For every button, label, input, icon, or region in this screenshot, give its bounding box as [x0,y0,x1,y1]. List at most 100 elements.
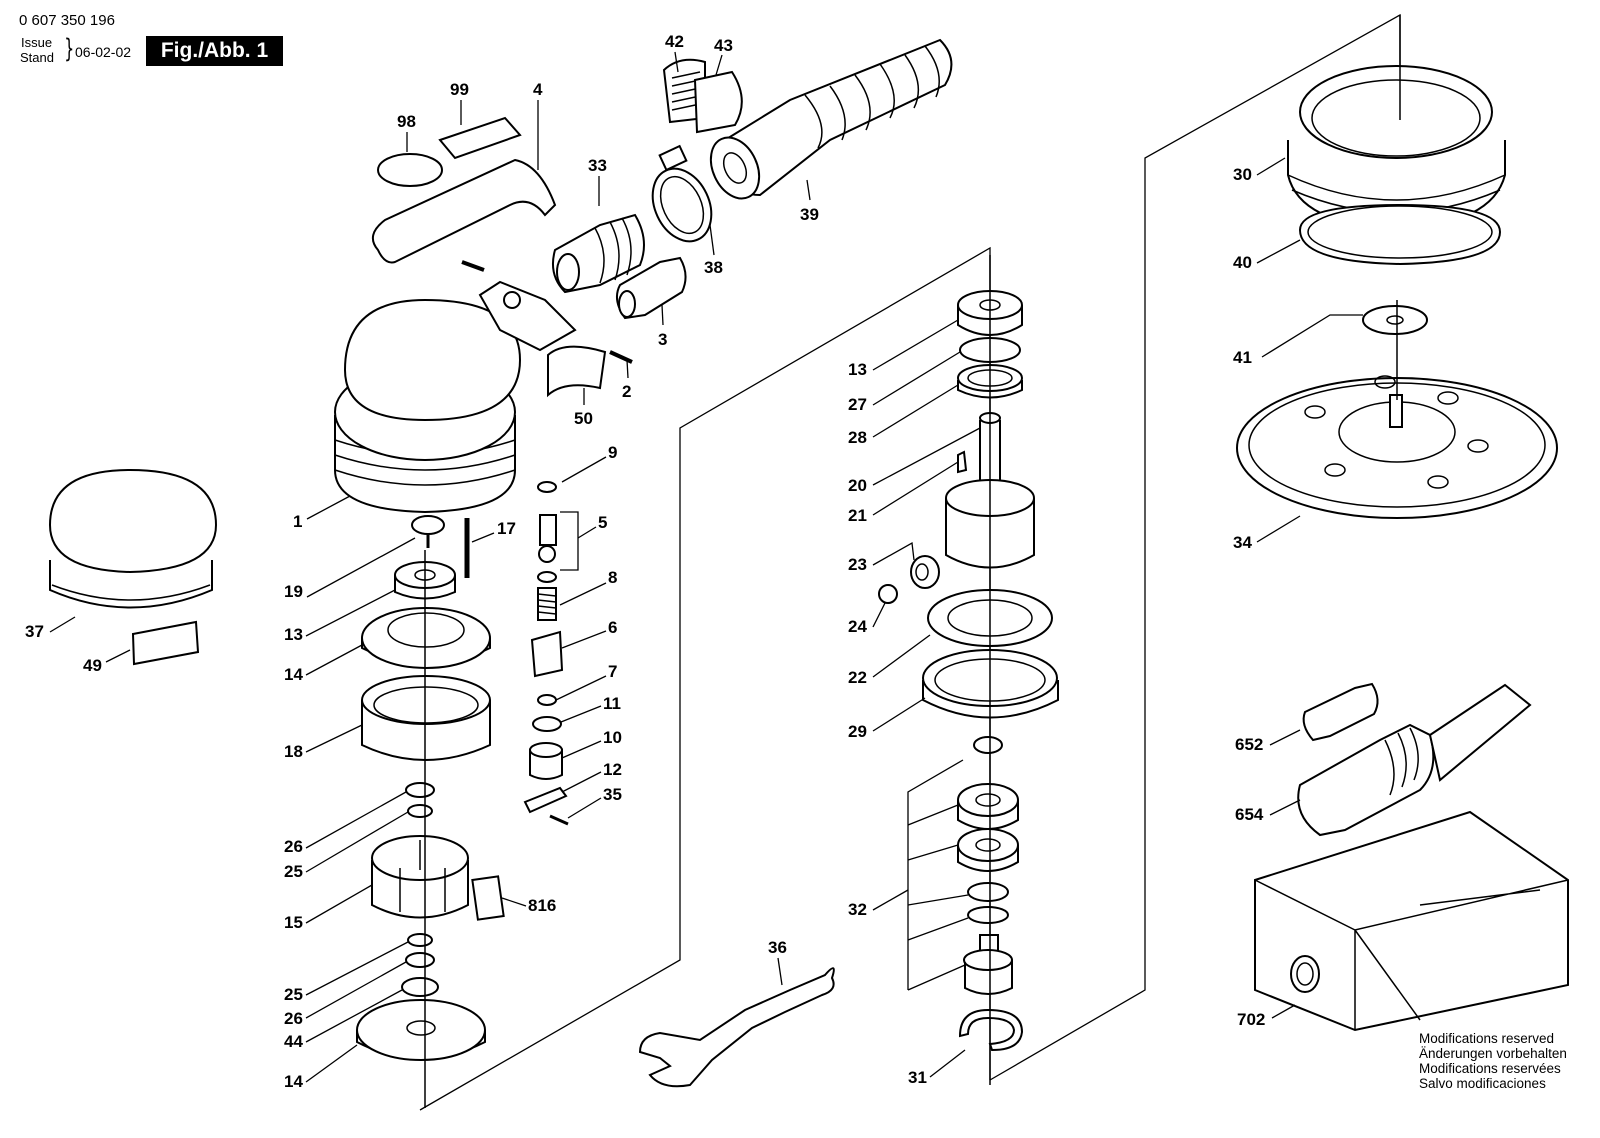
label-21: 21 [848,506,867,525]
part-43-filter-pad [693,70,743,134]
label-40: 40 [1233,253,1252,272]
label-31: 31 [908,1068,927,1087]
label-32: 32 [848,900,867,919]
label-37: 37 [25,622,44,641]
label-17: 17 [497,519,516,538]
part-98-round-label [377,153,443,187]
part-49-label [131,620,200,666]
part-7-oring [537,694,557,706]
label-10: 10 [603,728,622,747]
part-25-oring [407,804,433,818]
label-2: 2 [622,382,631,401]
part-14-end-plate [361,607,491,669]
label-15: 15 [284,913,303,932]
leader-lines [49,51,1363,1083]
part-14-lower-end-plate [356,999,486,1061]
key-small [957,450,968,474]
part-8-spring [537,587,557,621]
label-5: 5 [598,513,607,532]
label-8: 8 [608,568,617,587]
label-39: 39 [800,205,819,224]
part-labels: 42 43 99 4 98 33 39 38 3 2 50 9 1 17 5 1… [25,32,1265,1091]
part-5-valve [539,514,557,546]
part-10-nut [529,749,563,780]
part-36-wrench [638,967,835,1088]
label-28: 28 [848,428,867,447]
label-13: 13 [284,625,303,644]
label-3: 3 [658,330,667,349]
eccentric-assembly [878,255,1059,1085]
pin-small [461,260,485,272]
brace-glyph: } [64,34,75,64]
label-12: 12 [603,760,622,779]
label-6: 6 [608,618,617,637]
pad-assembly [1236,15,1558,519]
part-50-seal [547,345,607,398]
label-99: 99 [450,80,469,99]
part-31-circlip [958,1008,1024,1052]
label-26: 26 [284,837,303,856]
note-german: Änderungen vorbehalten [1419,1046,1567,1061]
figure-label: Fig./Abb. 1 [146,36,283,66]
cover-assembly [48,468,218,666]
part-44-spacer [401,977,439,997]
motor-assembly [356,515,505,1108]
part-702-dust-bag [1254,810,1569,1032]
label-98: 98 [397,112,416,131]
label-26-lower: 26 [284,1009,303,1028]
issue-label: Issue [21,35,53,50]
label-23: 23 [848,555,867,574]
note-french: Modifications reservées [1419,1061,1561,1076]
document-number: 0 607 350 196 [19,12,115,29]
housing-assembly [334,38,953,514]
hose-connector-assembly [1254,682,1569,1032]
label-22: 22 [848,668,867,687]
label-36: 36 [768,938,787,957]
part-32-screw [973,736,1003,754]
label-25-lower: 25 [284,985,303,1004]
label-27: 27 [848,395,867,414]
part-19-screw [411,515,445,535]
part-6-valve-body [530,630,564,678]
label-38: 38 [704,258,723,277]
part-12-lever [523,786,568,814]
label-25: 25 [284,862,303,881]
modification-notes: Modifications reserved Änderungen vorbeh… [1419,1031,1600,1091]
label-35: 35 [603,785,622,804]
note-spanish: Salvo modificaciones [1419,1076,1546,1091]
label-41: 41 [1233,348,1252,367]
label-43: 43 [714,36,733,55]
label-14: 14 [284,665,303,684]
part-38-hose-clamp [651,167,713,243]
label-9: 9 [608,443,617,462]
part-26-washer [405,782,435,798]
valve-assembly [523,481,569,826]
label-18: 18 [284,742,303,761]
label-44: 44 [284,1032,303,1051]
part-24-screw [878,584,898,604]
label-652: 652 [1235,735,1263,754]
label-42: 42 [665,32,684,51]
part-23-bearing-small [910,555,940,589]
label-34: 34 [1233,533,1252,552]
label-702: 702 [1237,1010,1265,1029]
label-20: 20 [848,476,867,495]
label-49: 49 [83,656,102,675]
label-816: 816 [528,896,556,915]
label-1: 1 [293,512,302,531]
part-1-housing-top [343,298,522,422]
label-14-lower: 14 [284,1072,303,1091]
drawing-header: 0 607 350 196 Issue Stand } 06-02-02 Fig… [0,0,300,80]
label-13-eccentric: 13 [848,360,867,379]
label-654: 654 [1235,805,1264,824]
part-41-washer [1362,305,1428,335]
label-33: 33 [588,156,607,175]
stand-label: Stand [20,50,54,65]
part-816-vane [471,875,505,921]
label-19: 19 [284,582,303,601]
part-99-label [438,116,522,160]
part-654-coupling [1297,723,1435,837]
issue-date: 06-02-02 [75,44,132,60]
label-11: 11 [603,694,621,713]
